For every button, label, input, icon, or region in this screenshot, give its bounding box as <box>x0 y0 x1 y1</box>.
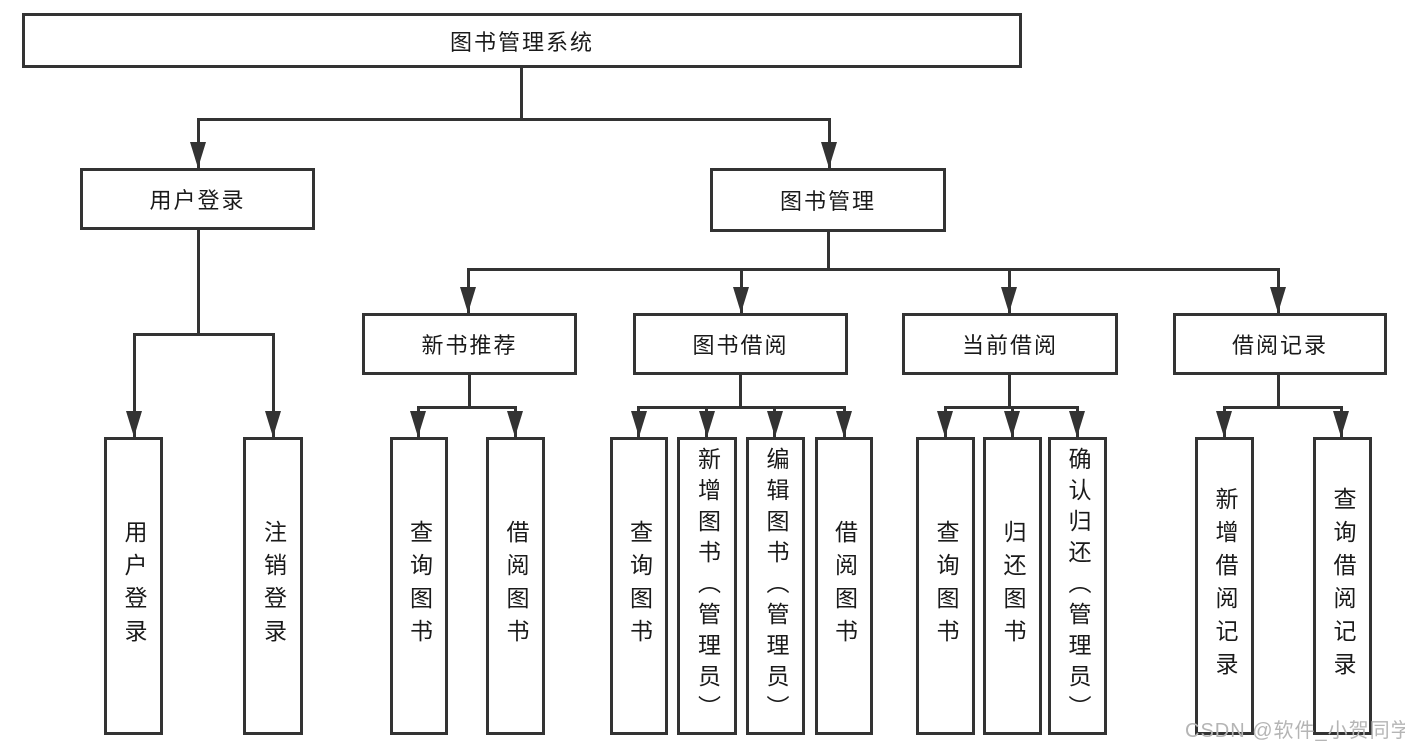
node-new-book-recommendation: 新书推荐 <box>362 313 577 375</box>
leaf-add-book-admin-label: 新增图书（管理员） <box>694 446 721 726</box>
connector-line <box>468 375 471 409</box>
arrow-down-icon <box>1001 287 1017 313</box>
arrow-down-icon <box>460 287 476 313</box>
leaf-edit-book-admin-label: 编辑图书（管理员） <box>763 446 789 726</box>
node-user-login: 用户登录 <box>80 168 315 230</box>
node-book-borrowing-label: 图书借阅 <box>692 333 789 358</box>
leaf-borrow-books-borrowing: 借阅图书 <box>815 437 873 735</box>
leaf-search-borrow-record-label: 查询借阅记录 <box>1330 487 1356 685</box>
arrow-down-icon <box>1004 411 1020 437</box>
arrow-down-icon <box>1216 411 1232 437</box>
arrow-down-icon <box>190 142 206 168</box>
arrow-down-icon <box>767 411 783 437</box>
leaf-search-borrow-record: 查询借阅记录 <box>1313 437 1372 735</box>
leaf-logout-label: 注销登录 <box>260 520 287 652</box>
leaf-add-borrow-record-label: 新增借阅记录 <box>1212 487 1238 685</box>
node-user-login-label: 用户登录 <box>149 188 246 213</box>
arrow-down-icon <box>1069 411 1085 437</box>
node-book-borrowing: 图书借阅 <box>633 313 848 375</box>
leaf-borrow-books-recommend-label: 借阅图书 <box>503 520 529 652</box>
leaf-confirm-return-admin-label: 确认归还（管理员） <box>1065 446 1091 726</box>
root-node-label: 图书管理系统 <box>449 29 594 55</box>
arrow-down-icon <box>265 411 281 437</box>
node-book-management: 图书管理 <box>710 168 946 232</box>
arrow-down-icon <box>733 287 749 313</box>
arrow-down-icon <box>1333 411 1349 437</box>
connector-line <box>133 333 136 437</box>
leaf-search-books-borrowing: 查询图书 <box>610 437 668 735</box>
arrow-down-icon <box>631 411 647 437</box>
connector-line <box>1223 406 1343 409</box>
arrow-down-icon <box>126 411 142 437</box>
connector-line <box>739 375 742 409</box>
arrow-down-icon <box>1270 287 1286 313</box>
leaf-search-books-borrowing-label: 查询图书 <box>626 520 653 652</box>
leaf-user-login: 用户登录 <box>104 437 163 735</box>
arrow-down-icon <box>699 411 715 437</box>
node-borrowing-records: 借阅记录 <box>1173 313 1387 375</box>
connector-line <box>417 406 517 409</box>
leaf-confirm-return-admin: 确认归还（管理员） <box>1048 437 1107 735</box>
connector-line <box>1277 375 1280 409</box>
connector-line <box>520 68 523 120</box>
connector-line <box>197 118 831 121</box>
leaf-borrow-books-recommend: 借阅图书 <box>486 437 545 735</box>
node-borrowing-records-label: 借阅记录 <box>1231 333 1328 358</box>
leaf-add-book-admin: 新增图书（管理员） <box>677 437 737 735</box>
arrow-down-icon <box>821 142 837 168</box>
connector-line <box>197 230 200 336</box>
connector-line <box>637 406 846 409</box>
leaf-search-books-current-label: 查询图书 <box>933 520 959 652</box>
root-node-library-management-system: 图书管理系统 <box>22 13 1022 68</box>
leaf-return-book-label: 归还图书 <box>1000 520 1026 652</box>
leaf-search-books-current: 查询图书 <box>916 437 975 735</box>
connector-line <box>467 268 1280 271</box>
leaf-logout: 注销登录 <box>243 437 303 735</box>
leaf-return-book: 归还图书 <box>983 437 1042 735</box>
leaf-edit-book-admin: 编辑图书（管理员） <box>746 437 805 735</box>
connector-line <box>133 333 275 336</box>
connector-line <box>1008 375 1011 409</box>
arrow-down-icon <box>937 411 953 437</box>
connector-line <box>272 333 275 437</box>
arrow-down-icon <box>836 411 852 437</box>
node-current-borrowing: 当前借阅 <box>902 313 1118 375</box>
leaf-user-login-label: 用户登录 <box>121 520 147 652</box>
watermark-text: CSDN @软件_小贺同学 <box>1185 720 1405 742</box>
leaf-search-books-recommend-label: 查询图书 <box>406 520 433 652</box>
node-book-management-label: 图书管理 <box>779 189 876 214</box>
arrow-down-icon <box>410 411 426 437</box>
node-new-book-recommendation-label: 新书推荐 <box>421 333 518 358</box>
connector-line <box>827 232 830 271</box>
arrow-down-icon <box>507 411 523 437</box>
node-current-borrowing-label: 当前借阅 <box>961 333 1058 358</box>
leaf-borrow-books-borrowing-label: 借阅图书 <box>831 520 858 652</box>
leaf-add-borrow-record: 新增借阅记录 <box>1195 437 1254 735</box>
leaf-search-books-recommend: 查询图书 <box>390 437 448 735</box>
